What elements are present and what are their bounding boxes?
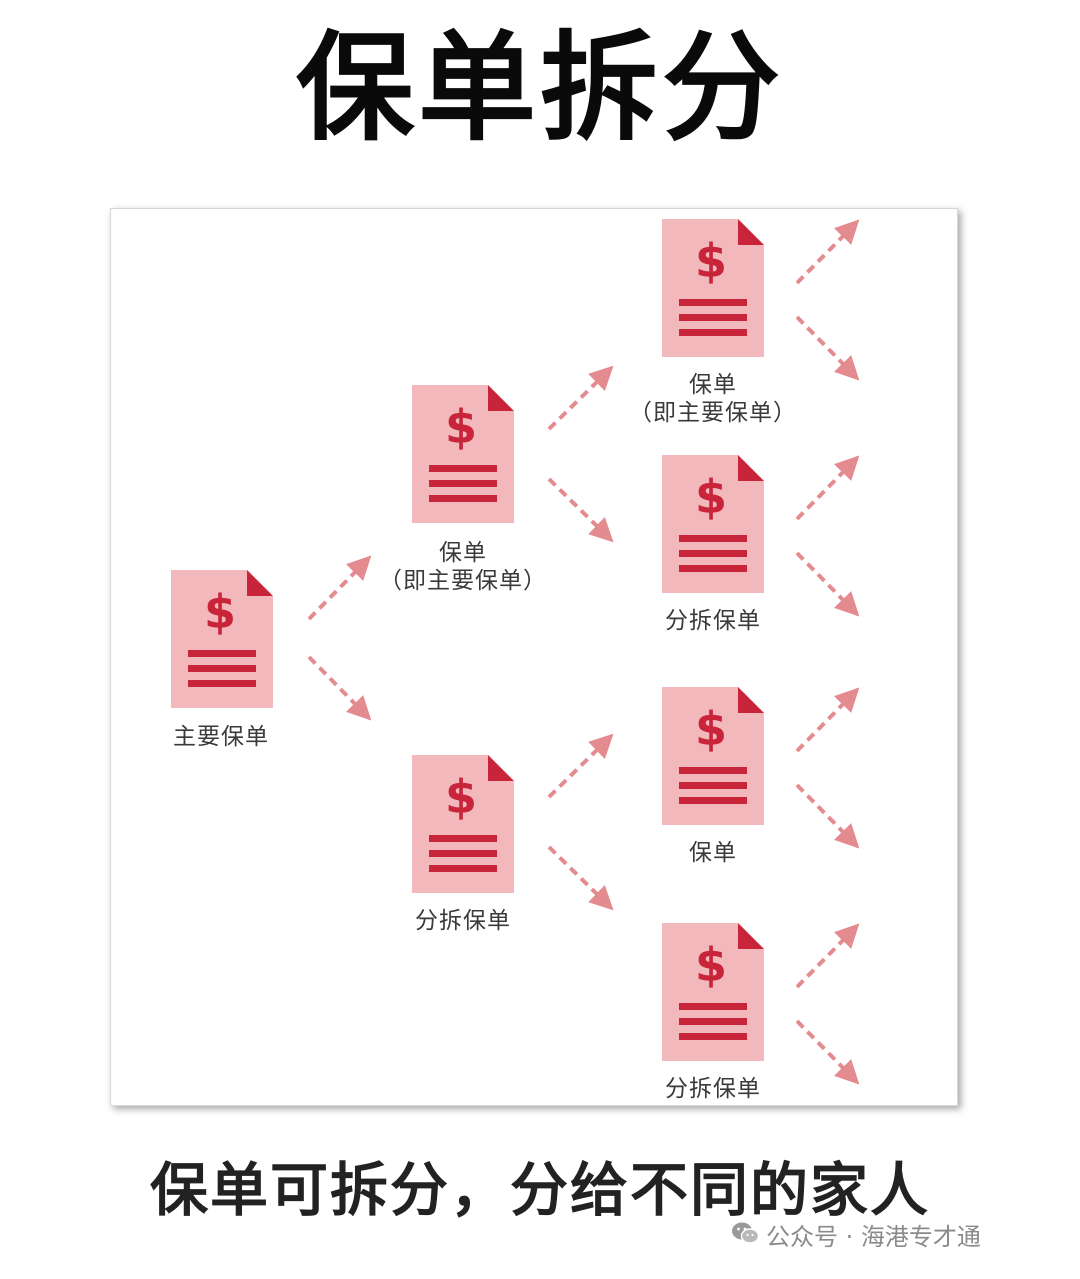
document-fold [488,755,514,781]
node-label-line: 主要保单 [173,724,269,750]
document-fold [488,385,514,411]
dollar-sign-icon: $ [445,400,477,454]
wechat-icon [730,1218,760,1258]
dollar-sign-icon: $ [695,470,727,524]
node-label-l1-top: 保单 （即主要保单） [353,539,573,595]
node-label-main: 主要保单 [111,723,331,751]
node-label-line: 保单 [439,540,487,566]
document-line-1 [429,835,497,842]
document-line-2 [679,550,747,557]
arrow-l2-1-up [795,219,860,285]
arrow-l1-bottom-down [547,845,614,911]
arrow-l1-top-up [547,365,614,431]
document-icon-l1-top: $ [412,385,514,523]
document-fold [738,923,764,949]
node-label-line: 保单 [689,840,737,866]
document-line-2 [188,665,256,672]
document-line-3 [679,565,747,572]
page-title: 保单拆分 [295,19,784,157]
document-icon-l2-1: $ [662,219,764,357]
document-line-3 [679,329,747,336]
node-label-line: 分拆保单 [415,908,511,934]
node-label-l1-bottom: 分拆保单 [353,907,573,935]
dollar-sign-icon: $ [695,234,727,288]
dollar-sign-icon: $ [695,938,727,992]
arrow-l2-2-down [795,551,860,617]
node-label-subline: （即主要保单） [379,568,547,594]
document-icon-main: $ [171,570,273,708]
document-line-3 [679,797,747,804]
document-fold [738,687,764,713]
watermark-text: 公众号 · 海港专才通 [766,1223,981,1251]
arrow-main-to-l1-bottom [307,655,372,721]
document-line-1 [188,650,256,657]
document-fold [738,455,764,481]
arrow-l2-2-up [795,455,860,521]
node-label-line: 保单 [689,372,737,398]
arrow-l2-3-up [795,687,860,753]
arrow-l1-bottom-up [547,733,614,799]
document-body [662,923,764,1061]
document-body [662,687,764,825]
document-icon-l1-bottom: $ [412,755,514,893]
node-label-l2-1: 保单 （即主要保单） [603,371,823,427]
diagram-panel: $$$$$$$ 主要保单 保单 （即主要保单） 分拆保单 保单 （即主要保单） … [110,208,958,1106]
document-line-3 [429,865,497,872]
document-line-2 [679,314,747,321]
watermark: 公众号 · 海港专才通 [730,1217,981,1257]
arrow-l2-4-down [795,1019,860,1085]
document-line-2 [679,1018,747,1025]
document-line-1 [679,299,747,306]
document-body [412,385,514,523]
node-label-l2-3: 保单 [603,839,823,867]
arrow-l2-4-up [795,923,860,989]
dollar-sign-icon: $ [695,702,727,756]
document-line-3 [679,1033,747,1040]
arrow-l2-1-down [795,315,860,381]
node-label-line: 分拆保单 [665,608,761,634]
document-fold [247,570,273,596]
document-icon-l2-4: $ [662,923,764,1061]
document-line-1 [679,1003,747,1010]
document-body [662,455,764,593]
document-body [171,570,273,708]
document-icon-l2-3: $ [662,687,764,825]
document-body [662,219,764,357]
arrow-main-to-l1-top [307,555,372,621]
arrow-l1-top-down [547,477,614,543]
caption: 保单可拆分，分给不同的家人 [149,1156,930,1224]
document-line-3 [188,680,256,687]
document-line-2 [429,480,497,487]
document-body [412,755,514,893]
node-label-l2-4: 分拆保单 [603,1075,823,1103]
document-fold [738,219,764,245]
document-line-3 [429,495,497,502]
document-line-1 [679,767,747,774]
document-line-2 [679,782,747,789]
node-label-subline: （即主要保单） [629,400,797,426]
diagram-canvas: $ $ $ $ $ $ $ [171,219,860,1085]
document-icon-l2-2: $ [662,455,764,593]
dollar-sign-icon: $ [204,585,236,639]
node-label-l2-2: 分拆保单 [603,607,823,635]
arrow-l2-3-down [795,783,860,849]
node-label-line: 分拆保单 [665,1076,761,1102]
document-line-1 [679,535,747,542]
document-line-2 [429,850,497,857]
dollar-sign-icon: $ [445,770,477,824]
document-line-1 [429,465,497,472]
